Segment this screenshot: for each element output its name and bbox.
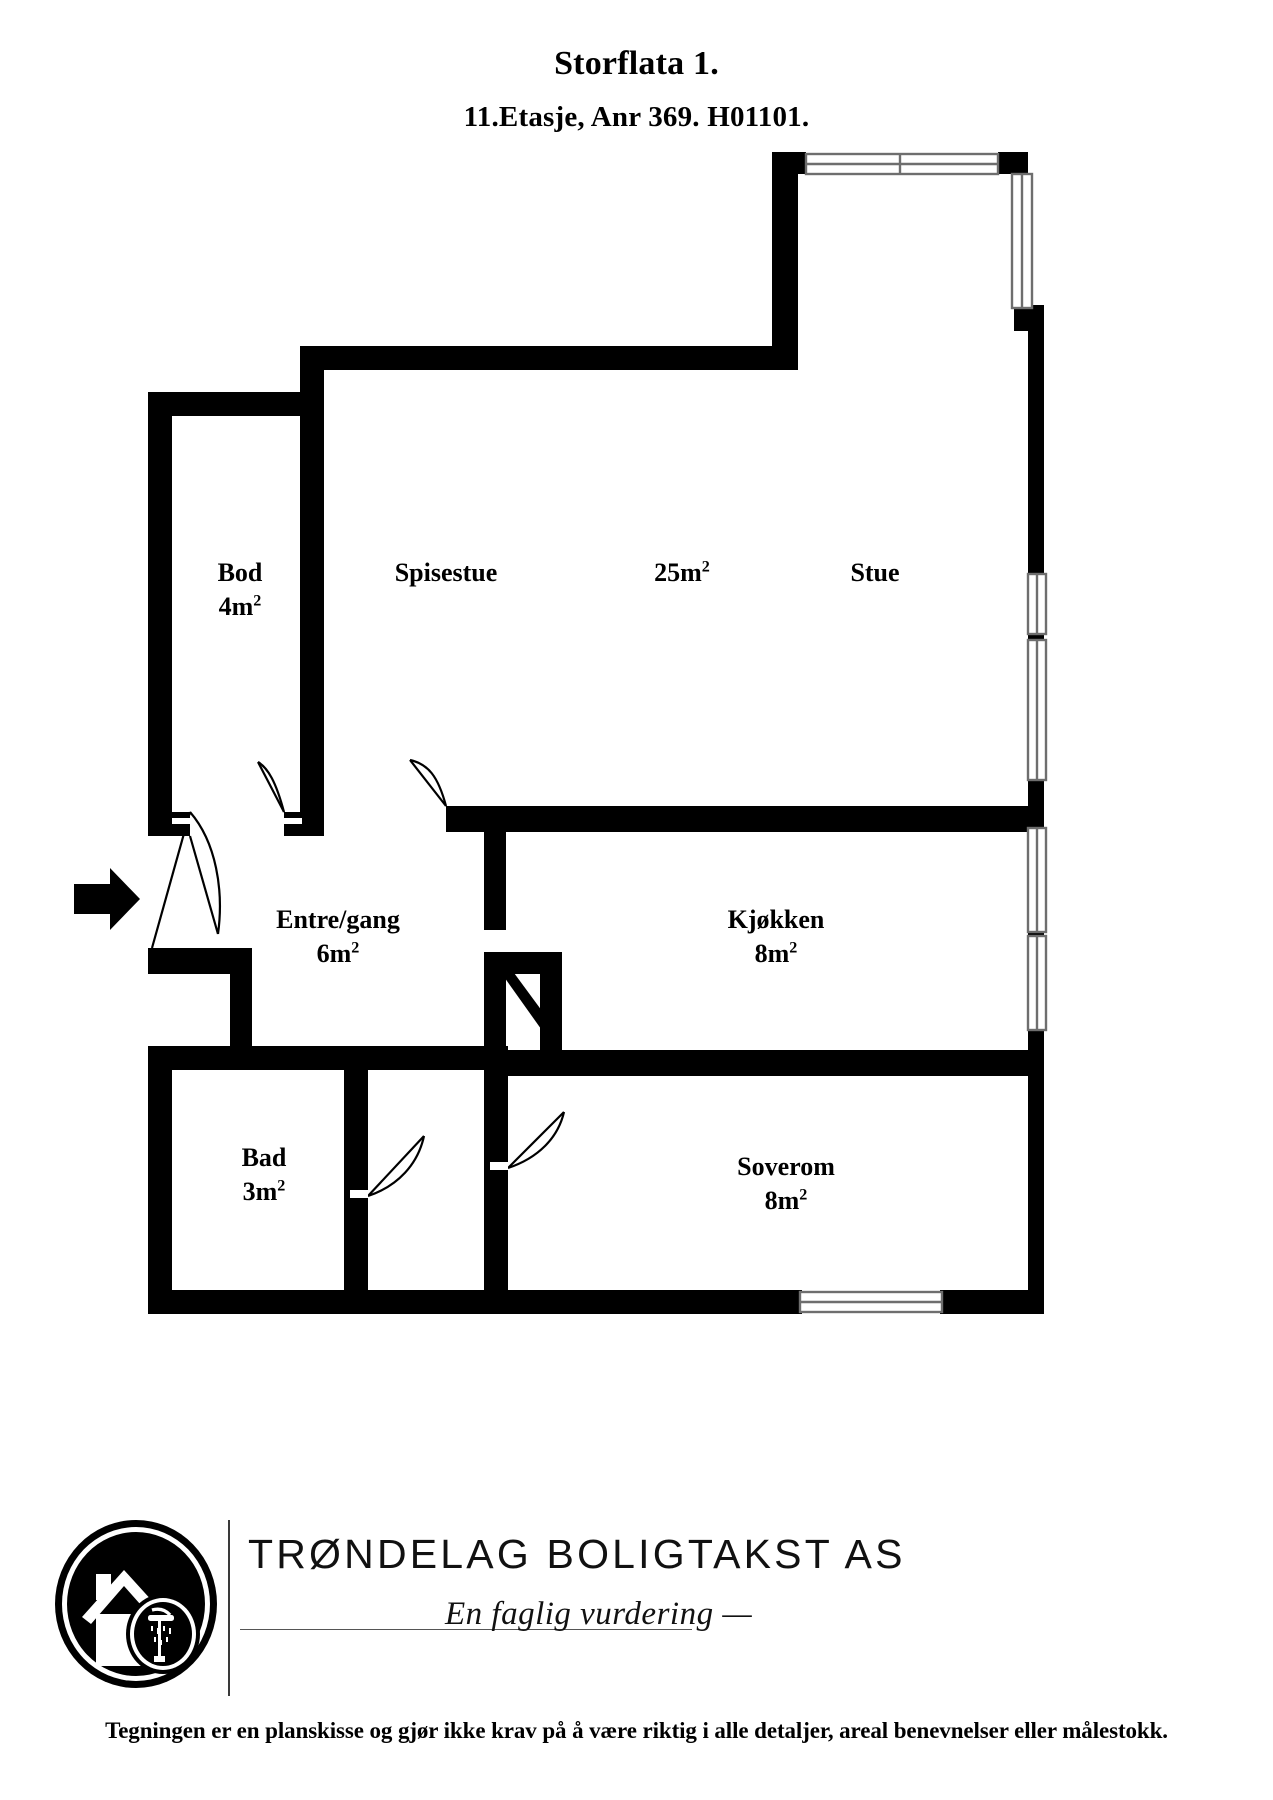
windows-group — [798, 152, 1048, 1314]
wall-spisestue-top — [300, 346, 798, 370]
wall-soverom-left-upper — [484, 1076, 508, 1172]
wall-bod-top — [148, 392, 324, 416]
branding-divider — [228, 1520, 230, 1696]
entrance-arrow-icon — [74, 868, 140, 930]
wall-bottom-left — [148, 1290, 802, 1314]
room-name-entre: Entre/gang — [276, 905, 400, 934]
window-stue-right-upper — [1026, 572, 1048, 636]
wall-bad-right-upper — [344, 1046, 368, 1212]
room-area-bad: 3m2 — [242, 1176, 286, 1206]
room-name-stue: Stue — [850, 558, 900, 587]
branding-rule — [240, 1629, 692, 1630]
room-label-soverom: Soverom 8m2 — [668, 1150, 904, 1218]
room-name-bod: Bod — [217, 558, 263, 587]
wall-kjokken-top — [484, 806, 1030, 832]
wall-entre-kjokken-upper — [484, 832, 506, 930]
door-soverom — [507, 1111, 566, 1170]
door-spisestue — [409, 758, 448, 807]
wall-right-mid-stub-b — [1028, 775, 1044, 831]
wall-stue-upper-left — [772, 152, 798, 350]
wall-entre-left-vert — [230, 948, 252, 1056]
room-label-spisestue: Spisestue — [330, 556, 562, 590]
branding-block: TRØNDELAG BOLIGTAKST AS En faglig vurder… — [0, 1512, 1273, 1702]
window-stue-right-middle — [1026, 638, 1048, 782]
wall-closet-right — [540, 952, 562, 1062]
room-name-kjokken: Kjøkken — [727, 905, 825, 934]
window-stue-top-right — [1010, 172, 1034, 310]
room-label-entre: Entre/gang 6m2 — [210, 903, 466, 971]
wall-right-upper-vert — [1028, 325, 1044, 565]
door-reveals-group — [172, 818, 508, 1198]
wall-entre-kjokken-lower — [484, 952, 506, 1062]
door-entrance — [150, 811, 221, 949]
wall-bod-right — [300, 346, 324, 834]
company-tagline: En faglig vurdering — — [445, 1596, 753, 1632]
room-label-bad: Bad 3m2 — [172, 1141, 356, 1209]
room-name-spisestue: Spisestue — [394, 558, 498, 587]
room-name-bad: Bad — [241, 1143, 287, 1172]
wall-bod-left — [148, 392, 172, 834]
room-area-kjokken: 8m2 — [754, 938, 798, 968]
wall-kjokken-bottom — [484, 1050, 1044, 1076]
room-name-soverom: Soverom — [737, 1152, 835, 1181]
window-kjokken-right-lower — [1026, 934, 1048, 1032]
wall-top-left-stub — [772, 152, 806, 174]
room-label-kjokken: Kjøkken 8m2 — [660, 903, 892, 971]
company-name: TRØNDELAG BOLIGTAKST AS — [248, 1531, 906, 1577]
room-area-soverom: 8m2 — [764, 1185, 808, 1215]
door-bod — [257, 761, 286, 813]
wall-soverom-left-lower — [484, 1168, 508, 1314]
company-logo — [52, 1518, 220, 1690]
title-block: Storflata 1. 11.Etasje, Anr 369. H01101. — [0, 44, 1273, 134]
room-label-stue: Stue — [780, 556, 970, 590]
page-title: Storflata 1. — [554, 45, 719, 82]
room-area-entre: 6m2 — [316, 938, 360, 968]
room-label-stue-area: 25m2 — [592, 556, 772, 590]
closet-diagonal-icon — [492, 960, 556, 1050]
window-soverom-bottom — [798, 1290, 944, 1314]
wall-bad-top — [148, 1046, 508, 1070]
disclaimer-text: Tegningen er en planskisse og gjør ikke … — [105, 1718, 1168, 1743]
wall-bottom-right — [940, 1290, 1044, 1314]
branding-text: TRØNDELAG BOLIGTAKST AS — [248, 1534, 938, 1575]
window-stue-top — [804, 152, 1000, 176]
walls-group — [148, 152, 1044, 1314]
doors-group — [150, 758, 566, 1198]
room-area-bod: 4m2 — [218, 591, 262, 621]
window-kjokken-right-upper — [1026, 826, 1048, 934]
page-subtitle: 11.Etasje, Anr 369. H01101. — [463, 101, 810, 134]
wall-right-top-corner — [1012, 152, 1028, 174]
door-bad — [367, 1135, 426, 1198]
wall-bad-left — [148, 1046, 172, 1314]
house-shower-badge-icon — [55, 1520, 217, 1688]
wall-right-bottom-vert — [1028, 1052, 1044, 1314]
room-label-bod: Bod 4m2 — [152, 556, 328, 624]
room-area-stue: 25m2 — [654, 558, 710, 587]
